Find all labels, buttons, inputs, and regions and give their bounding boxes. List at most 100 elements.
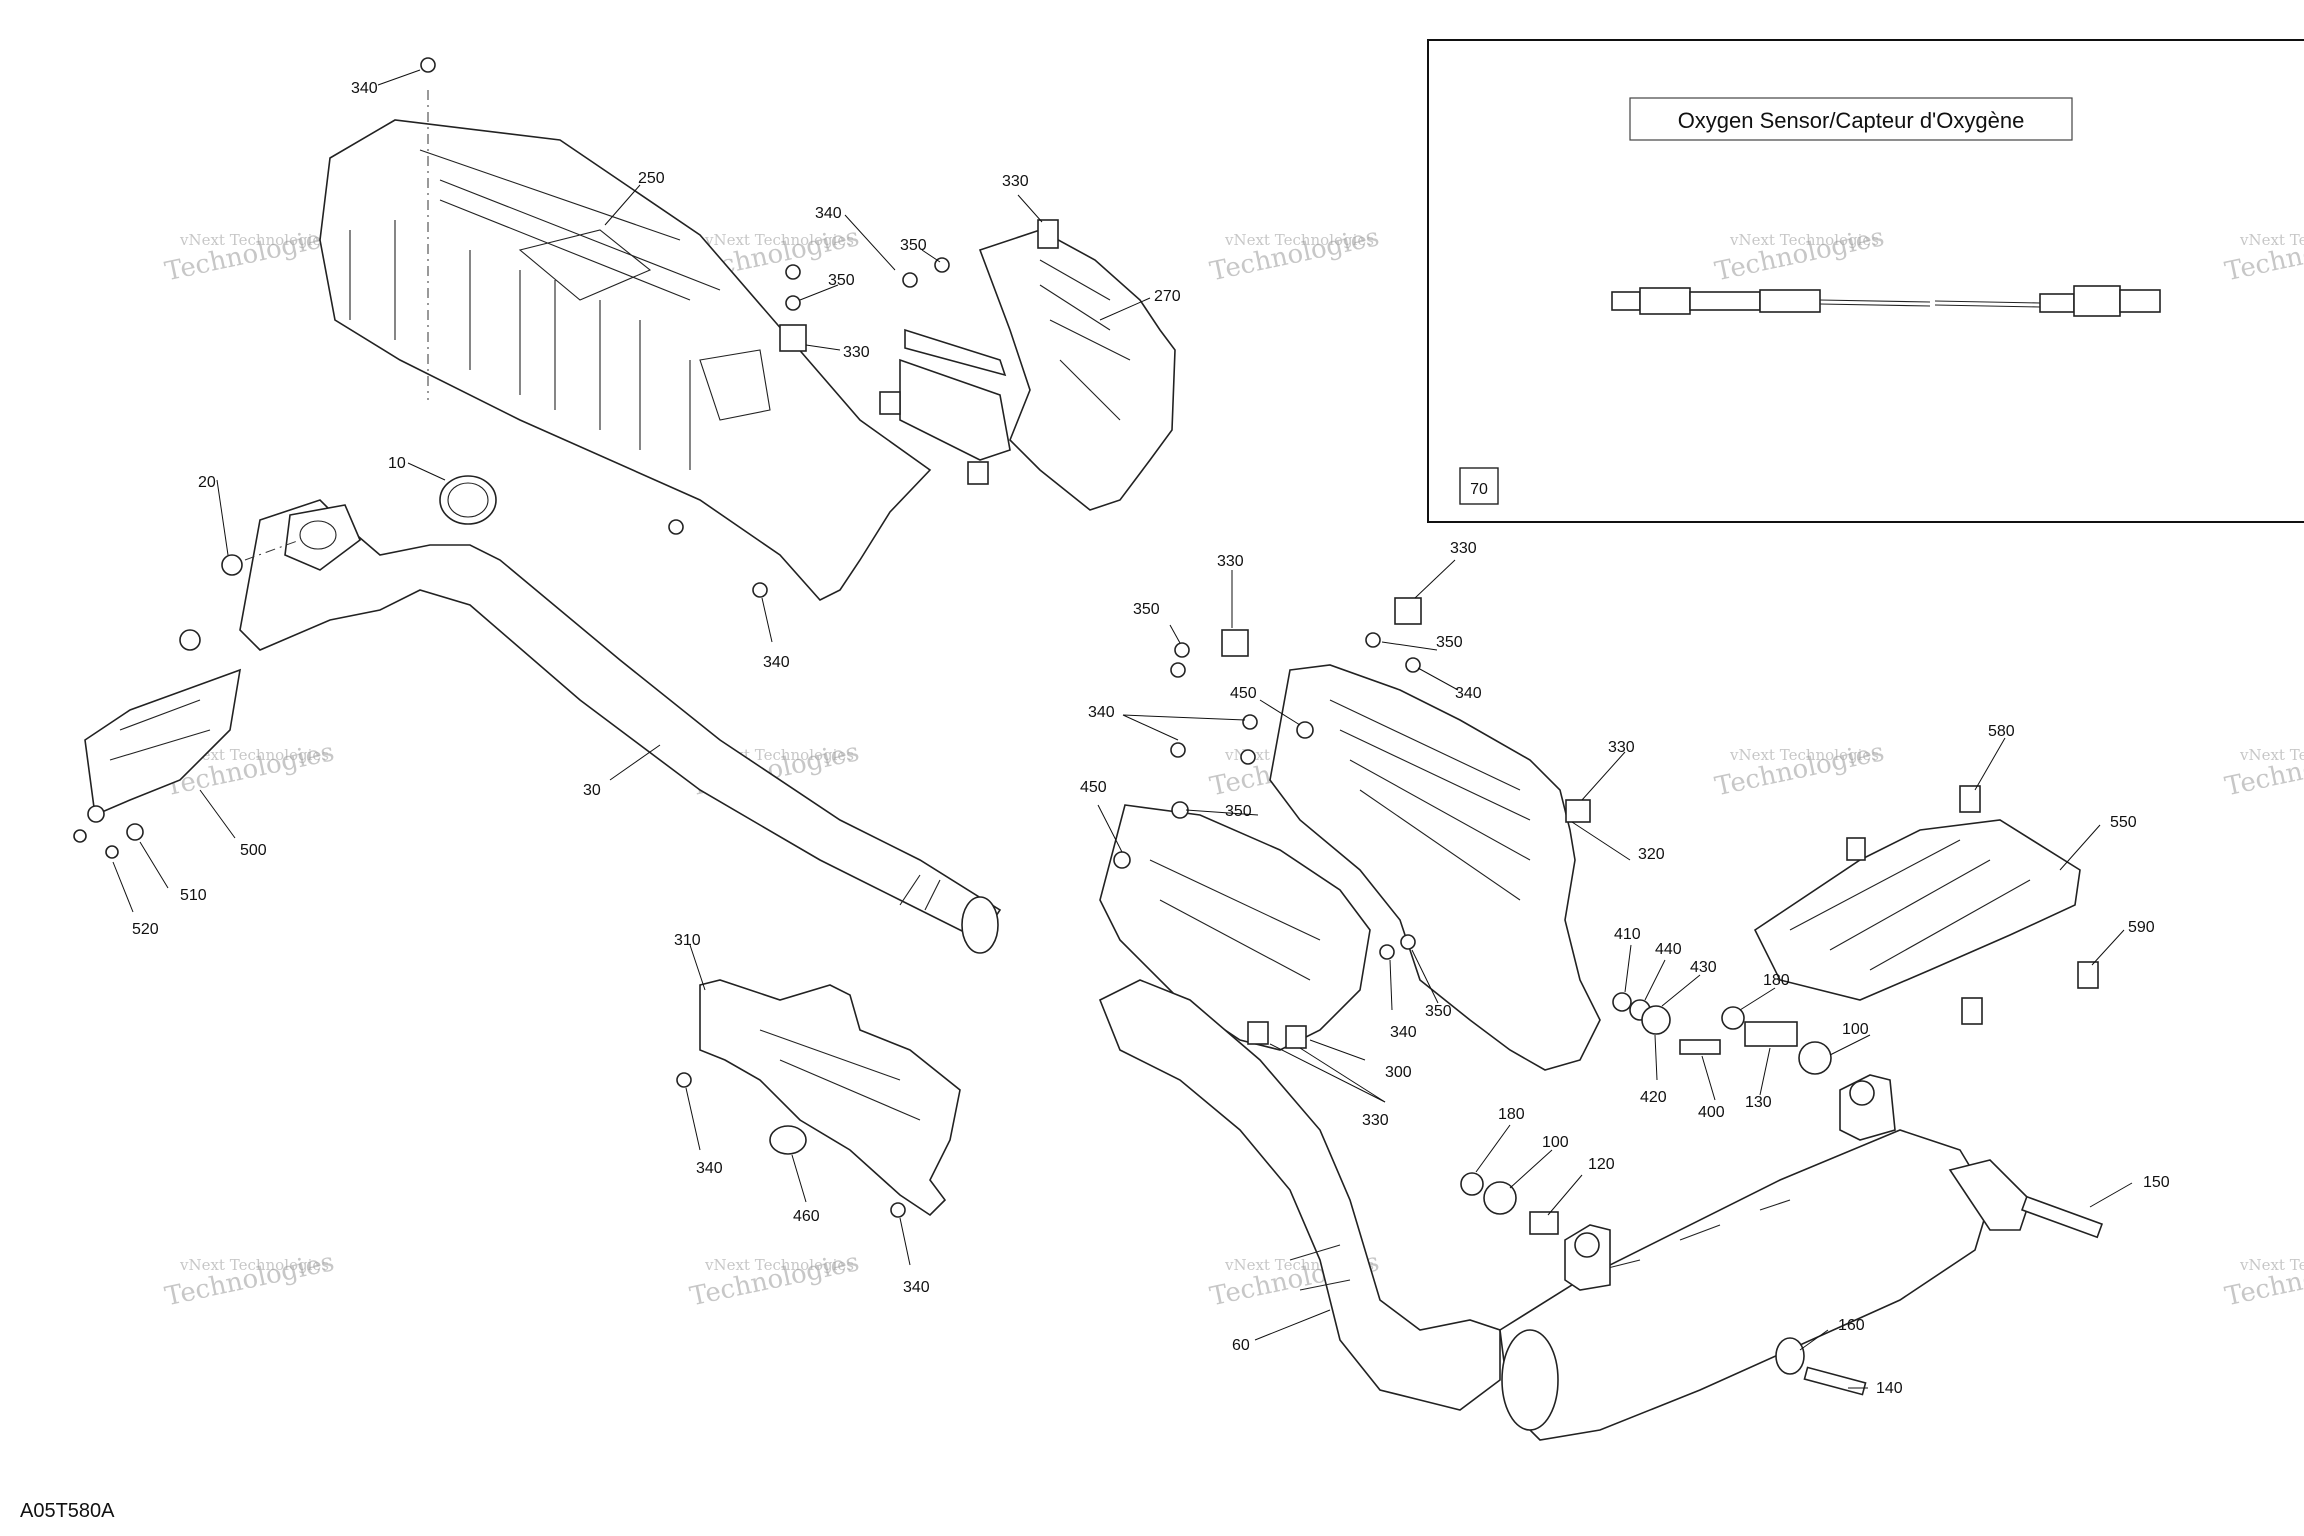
callout-340: 340	[1088, 704, 1115, 721]
washer-350[interactable]	[1240, 749, 1256, 765]
bolt-140[interactable]	[1803, 1366, 1867, 1396]
mount-bracket[interactable]	[1564, 1074, 1896, 1291]
washer-510[interactable]	[126, 823, 144, 841]
washer-180[interactable]	[1460, 1172, 1484, 1196]
heat-shield-270[interactable]	[978, 229, 1176, 511]
bracket-310[interactable]	[699, 979, 961, 1217]
callout-330: 330	[1450, 540, 1477, 557]
callout-340: 340	[903, 1279, 930, 1296]
inset-title: Oxygen Sensor/Capteur d'Oxygène	[1678, 108, 2025, 133]
callout-350: 350	[828, 272, 855, 289]
washer-180[interactable]	[1721, 1006, 1745, 1030]
screw-340[interactable]	[1405, 657, 1421, 673]
callout-350: 350	[1436, 634, 1463, 651]
clip-330[interactable]	[1037, 219, 1059, 249]
screw-340[interactable]	[1170, 742, 1186, 758]
screw-340[interactable]	[1170, 662, 1186, 678]
svg-text:vNext Technologies: vNext Technologies	[1729, 746, 1879, 764]
callout-520: 520	[132, 921, 159, 938]
bolt-400[interactable]	[1679, 1039, 1721, 1055]
screw-340[interactable]	[902, 272, 918, 288]
callout-100: 100	[1842, 1021, 1869, 1038]
callout-350: 350	[900, 237, 927, 254]
clip-580[interactable]	[1846, 837, 1866, 861]
screw-590[interactable]	[2077, 961, 2099, 989]
screw-520[interactable]	[105, 845, 119, 859]
clip-330[interactable]	[967, 461, 989, 485]
washer-350[interactable]	[1365, 632, 1381, 648]
svg-text:vNext Technologies: vNext Technologies	[179, 746, 329, 764]
washer-350[interactable]	[1171, 801, 1189, 819]
gasket-10[interactable]	[439, 475, 497, 525]
clip-330[interactable]	[1221, 629, 1249, 657]
screw-340[interactable]	[1242, 714, 1258, 730]
callout-330: 330	[843, 344, 870, 361]
callout-numbers: 340 250 340 350 350 330 330 270 20 10 34…	[132, 80, 2170, 1397]
heat-shield-550[interactable]	[1753, 819, 2081, 1001]
exhaust-pipe-60[interactable]	[1098, 979, 1501, 1411]
callout-300: 300	[1385, 1064, 1412, 1081]
spacer-410[interactable]	[1612, 992, 1632, 1012]
callout-330: 330	[1002, 173, 1029, 190]
heat-shield-300[interactable]	[1099, 804, 1371, 1051]
screw-340[interactable]	[785, 264, 801, 280]
screw-340[interactable]	[420, 57, 436, 73]
screw-520[interactable]	[73, 829, 87, 843]
grommet-100[interactable]	[1483, 1181, 1517, 1215]
clip-580[interactable]	[1961, 997, 1983, 1025]
bracket-strip	[904, 328, 1007, 377]
grommet-100[interactable]	[1798, 1041, 1832, 1075]
muffler[interactable]	[1499, 1129, 2031, 1441]
screw-340[interactable]	[1379, 944, 1395, 960]
heat-shield-500[interactable]	[84, 668, 242, 817]
washer-160[interactable]	[1775, 1337, 1805, 1375]
callout-320: 320	[1638, 846, 1665, 863]
spacer-130[interactable]	[1744, 1021, 1798, 1047]
svg-text:vNext Technologies: vNext Technologies	[179, 1256, 329, 1274]
dash-line	[244, 539, 301, 561]
bolt-150[interactable]	[2020, 1195, 2104, 1239]
screw-340[interactable]	[676, 1072, 692, 1088]
clip-580[interactable]	[1959, 785, 1981, 813]
callout-330: 330	[1217, 553, 1244, 570]
inset-ref-box	[1459, 467, 1499, 505]
clip-330[interactable]	[779, 324, 807, 352]
grommet-460[interactable]	[769, 1125, 807, 1155]
screw-340[interactable]	[668, 519, 684, 535]
bracket-plate	[899, 358, 1011, 461]
spacer-120[interactable]	[1529, 1211, 1559, 1235]
nut-450[interactable]	[1113, 851, 1131, 869]
inset-ref: 70	[1470, 481, 1488, 498]
heat-shield-320[interactable]	[1269, 664, 1601, 1071]
callout-100: 100	[1542, 1134, 1569, 1151]
svg-text:vNext Technologies: vNext Technologies	[704, 231, 854, 249]
clip-330[interactable]	[1285, 1025, 1307, 1049]
exhaust-pipe-30[interactable]	[239, 499, 1002, 954]
heat-shield-250[interactable]	[319, 119, 932, 601]
washer-350[interactable]	[785, 295, 801, 311]
callout-10: 10	[388, 455, 406, 472]
washer-350[interactable]	[1400, 934, 1416, 950]
washer-350[interactable]	[1174, 642, 1190, 658]
oxygen-sensor-part[interactable]	[1611, 285, 2161, 317]
clip-330[interactable]	[1247, 1021, 1269, 1045]
nut[interactable]	[179, 629, 201, 651]
screw-340[interactable]	[752, 582, 768, 598]
nut-20[interactable]	[221, 554, 243, 576]
grommet-430[interactable]	[1641, 1005, 1671, 1035]
clip-330[interactable]	[879, 391, 901, 415]
nut-450[interactable]	[1296, 721, 1314, 739]
drawing-number: A05T580A	[20, 1500, 115, 1522]
svg-text:vNext Technologies: vNext Technologies	[2239, 231, 2304, 249]
callout-180: 180	[1498, 1106, 1525, 1123]
clip-330[interactable]	[1394, 597, 1422, 625]
washer-510[interactable]	[87, 805, 105, 823]
screw-340[interactable]	[890, 1202, 906, 1218]
clip-330[interactable]	[1565, 799, 1591, 823]
svg-text:vNext Technologies: vNext Technologies	[179, 231, 329, 249]
